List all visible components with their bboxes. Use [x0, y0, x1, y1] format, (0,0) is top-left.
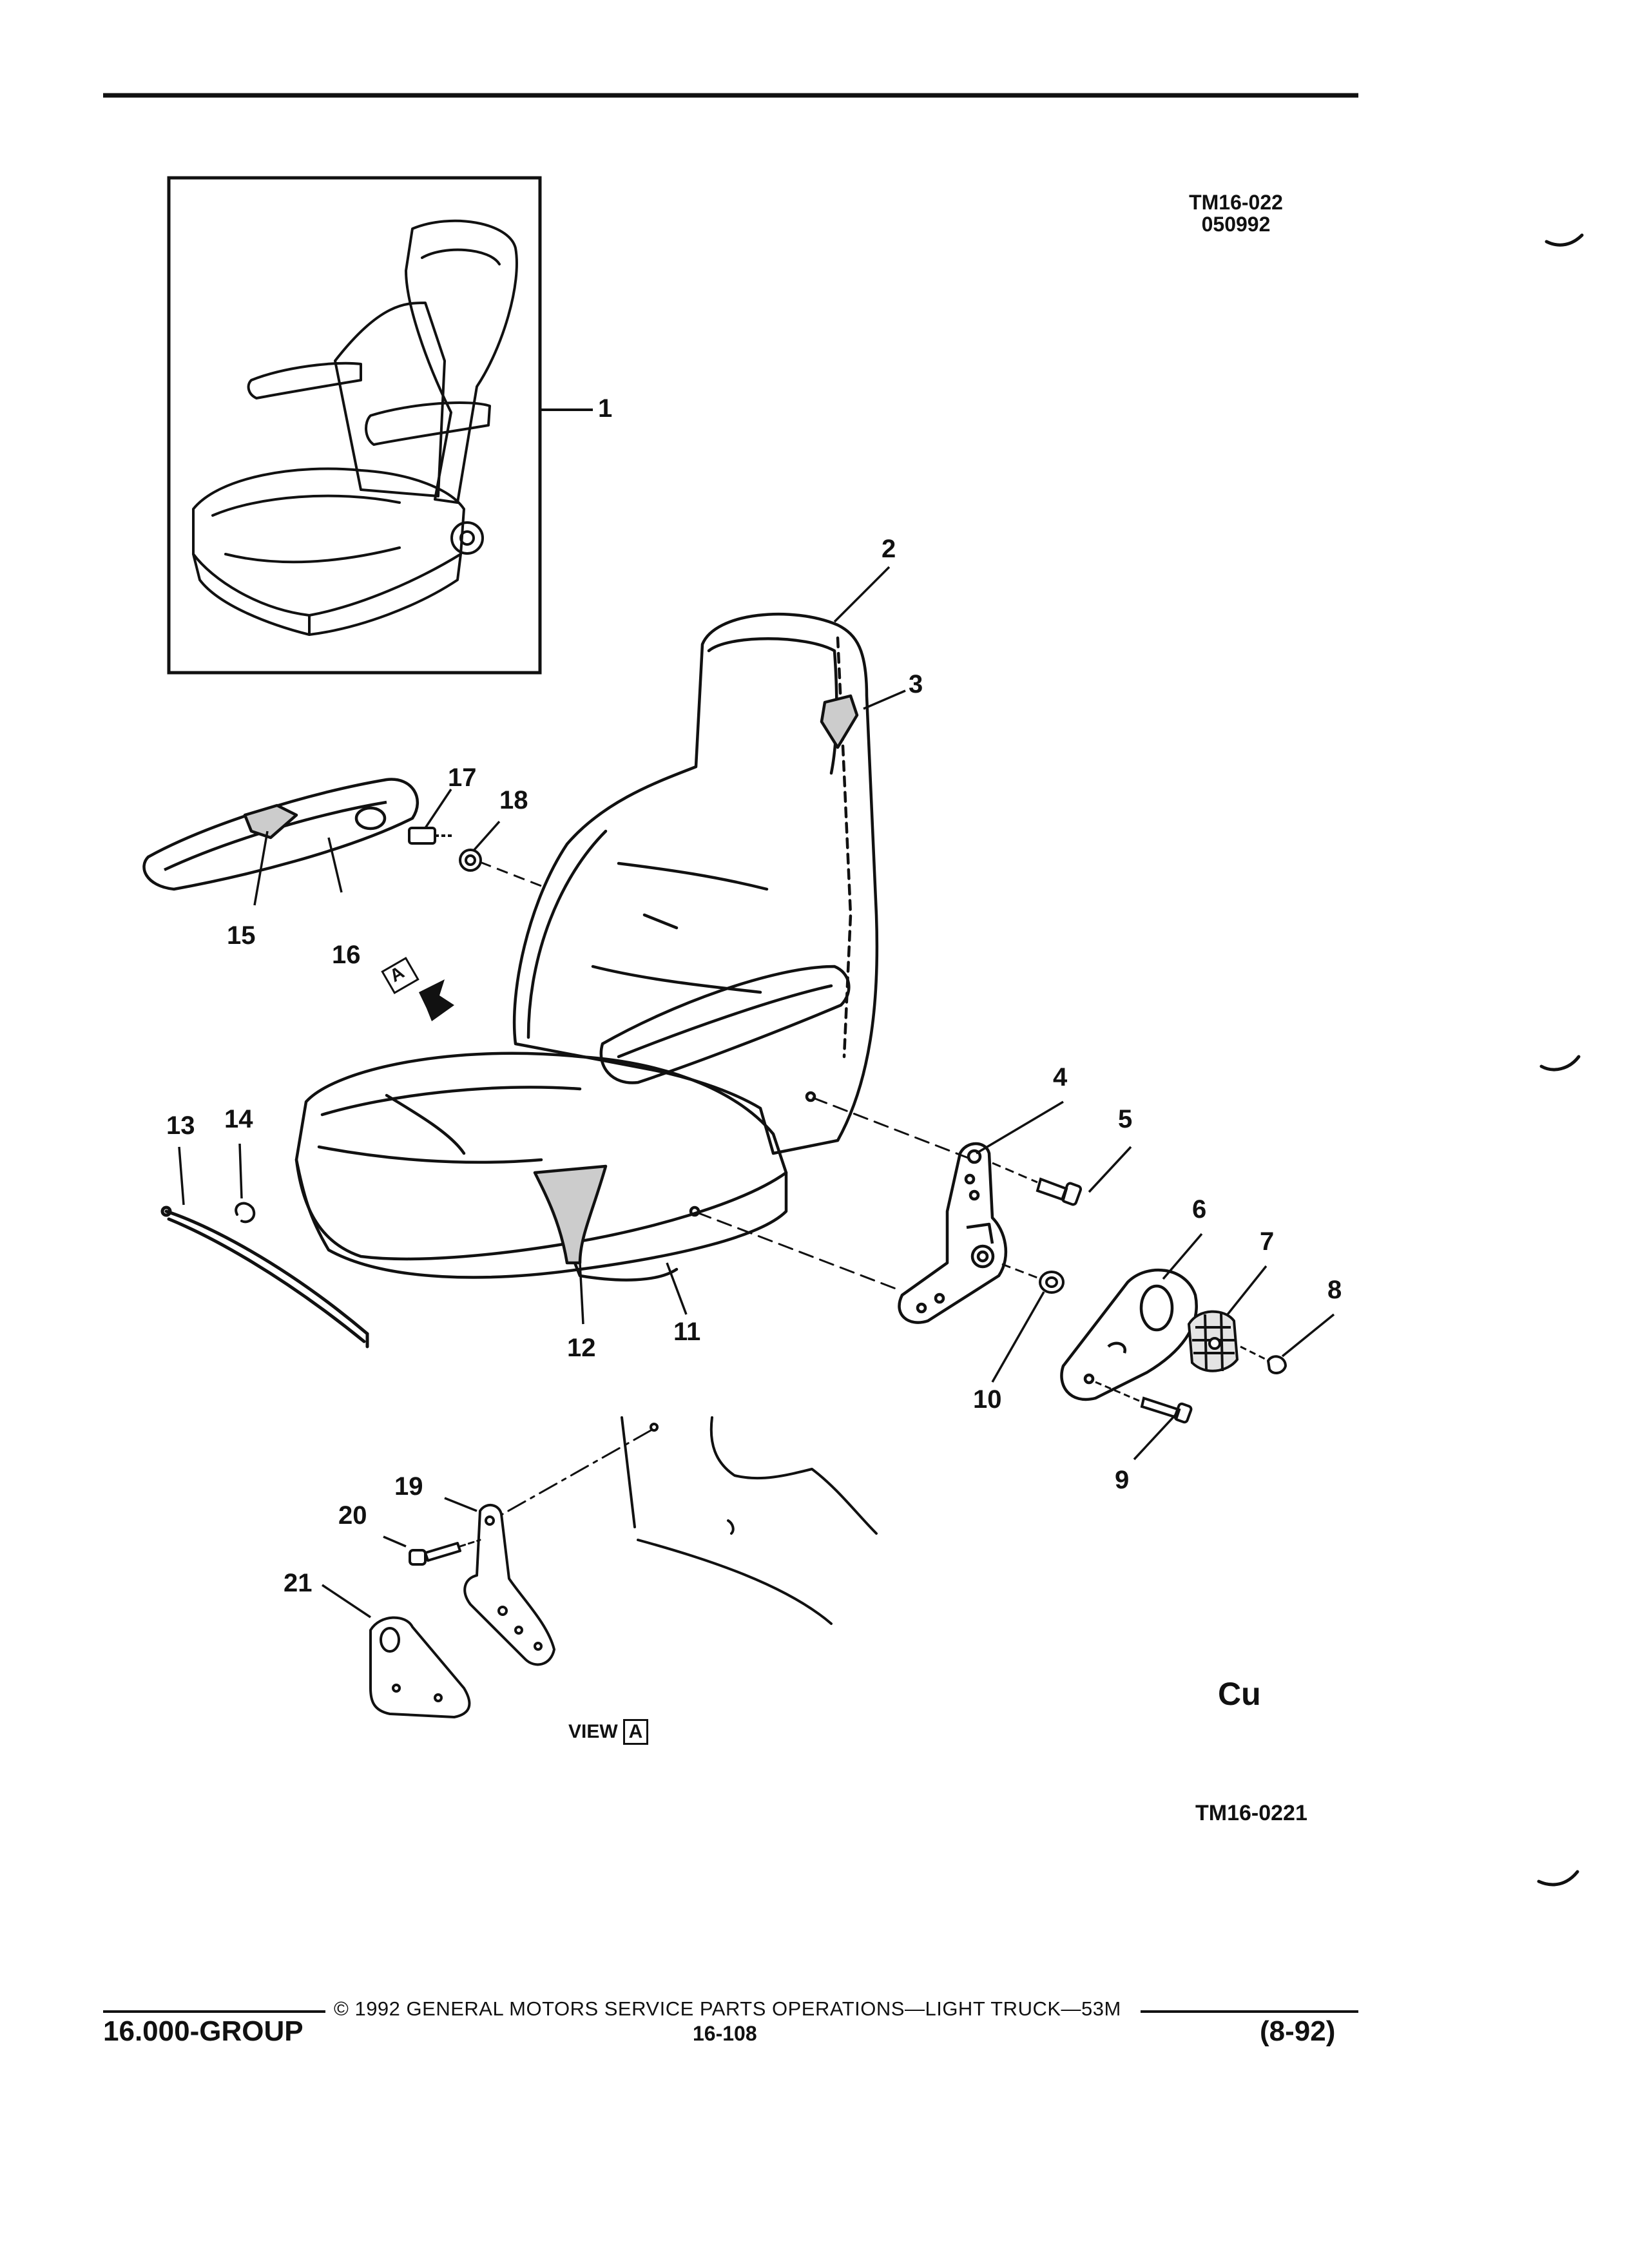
callout-4: 4: [1053, 1063, 1068, 1091]
washer-10: [1001, 1263, 1065, 1294]
cover-plate: [1060, 1268, 1198, 1401]
scan-edge-marks: [1537, 233, 1584, 1887]
callout-5: 5: [1118, 1105, 1133, 1133]
callout-9: 9: [1115, 1466, 1130, 1494]
callout-19: 19: [394, 1472, 423, 1501]
footer-group: 16.000-GROUP: [103, 2015, 304, 2047]
callout-14: 14: [224, 1105, 253, 1133]
footer-page-number: 16-108: [693, 2022, 757, 2045]
view-a-drawing: [369, 1416, 878, 1718]
callout-6: 6: [1192, 1195, 1207, 1224]
bolt-5: [992, 1162, 1083, 1206]
view-a-arrow: [381, 956, 454, 1021]
callout-7: 7: [1260, 1227, 1275, 1256]
callout-1: 1: [598, 394, 613, 423]
fasteners-17-18: [408, 827, 542, 887]
rod-and-clip: [160, 1202, 369, 1349]
inset-frame: [167, 176, 542, 675]
callout-leaders: [178, 566, 1335, 1619]
callout-16: 16: [332, 941, 361, 969]
callout-13: 13: [166, 1111, 195, 1140]
footer-date: (8-92): [1260, 2015, 1336, 2047]
callout-10: 10: [973, 1385, 1002, 1414]
footer-copyright: © 1992 GENERAL MOTORS SERVICE PARTS OPER…: [334, 1997, 1121, 2020]
callout-11: 11: [673, 1318, 701, 1346]
figure-bottom-ref: TM16-0221: [1195, 1801, 1307, 1825]
view-a-label-prefix: VIEW: [568, 1721, 618, 1742]
callout-3: 3: [909, 670, 923, 698]
figure-ref-code: TM16-022: [1189, 191, 1283, 214]
armrest-part: [142, 778, 419, 891]
view-a-label-letter: A: [622, 1719, 649, 1745]
inset-seat-drawing: [192, 219, 518, 636]
callout-2: 2: [882, 535, 896, 563]
callout-20: 20: [338, 1501, 367, 1530]
figure-ref-date: 050992: [1201, 213, 1271, 236]
callout-21: 21: [284, 1569, 313, 1597]
callout-18: 18: [499, 786, 528, 814]
callout-12: 12: [567, 1334, 596, 1362]
cu-mark: Cu: [1218, 1676, 1261, 1712]
recliner-bracket: [898, 1142, 1008, 1324]
callout-15: 15: [227, 921, 256, 950]
knob-and-cap: [1095, 1310, 1287, 1424]
main-seat-drawing: [294, 612, 974, 1290]
callout-8: 8: [1327, 1276, 1342, 1304]
callout-17: 17: [448, 764, 477, 792]
